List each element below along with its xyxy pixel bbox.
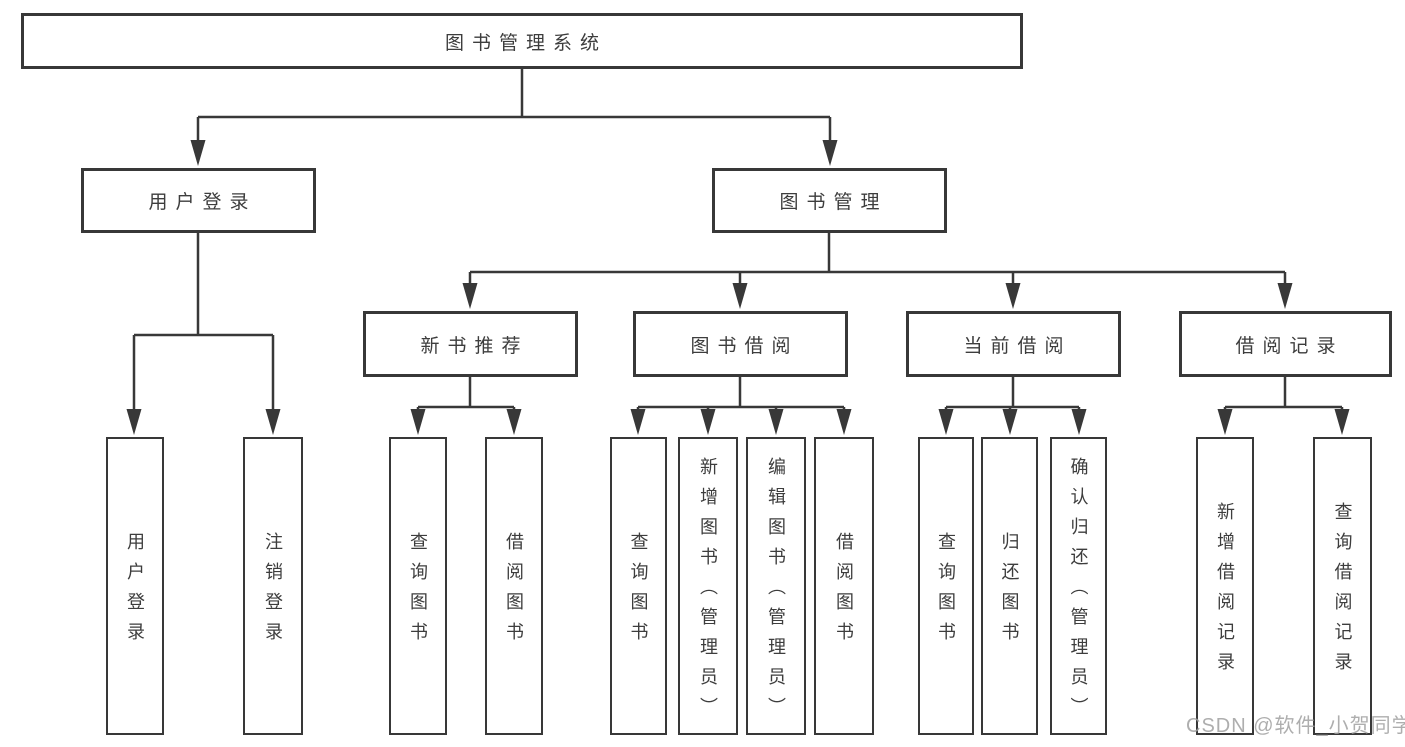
leaf-add-borrow-record: 新增借阅记录 — [1196, 437, 1254, 735]
watermark: CSDN @软件_小贺同学 — [1186, 715, 1405, 737]
leaf-user-login: 用户登录 — [106, 437, 164, 735]
leaf-borrow-books: 借阅图书 — [814, 437, 874, 735]
leaf-add-borrow-record-label: 新增借阅记录 — [1215, 502, 1235, 682]
node-book-management-label: 图书管理 — [779, 192, 888, 213]
node-book-borrow: 图书借阅 — [633, 311, 848, 377]
leaf-logout-label: 注销登录 — [263, 532, 283, 652]
leaf-query-borrow-record: 查询借阅记录 — [1313, 437, 1372, 735]
leaf-borrow-books-label: 借阅图书 — [834, 532, 854, 652]
node-book-management: 图书管理 — [712, 168, 947, 233]
leaf-newbook-borrow-books: 借阅图书 — [485, 437, 543, 735]
leaf-newbook-query-books: 查询图书 — [389, 437, 447, 735]
node-current-borrow-label: 当前借阅 — [963, 335, 1072, 357]
node-new-book-recommend: 新书推荐 — [363, 311, 578, 377]
leaf-add-books-admin-label: 新增图书（管理员） — [698, 457, 718, 727]
arrowhead-icons — [126, 140, 1350, 435]
leaf-query-borrow-record-label: 查询借阅记录 — [1332, 502, 1353, 682]
leaf-user-login-label: 用户登录 — [125, 532, 145, 652]
node-root: 图书管理系统 — [21, 13, 1023, 69]
leaf-return-books: 归还图书 — [981, 437, 1038, 735]
node-borrow-records: 借阅记录 — [1179, 311, 1392, 377]
leaf-add-books-admin: 新增图书（管理员） — [678, 437, 738, 735]
leaf-confirm-return-admin-label: 确认归还（管理员） — [1068, 457, 1089, 727]
leaf-edit-books-admin-label: 编辑图书（管理员） — [766, 457, 786, 727]
leaf-current-query-books: 查询图书 — [918, 437, 974, 735]
leaf-borrow-query-books: 查询图书 — [610, 437, 667, 735]
leaf-return-books-label: 归还图书 — [999, 532, 1020, 652]
node-book-borrow-label: 图书借阅 — [690, 335, 799, 357]
node-new-book-recommend-label: 新书推荐 — [420, 335, 529, 357]
leaf-current-query-books-label: 查询图书 — [936, 532, 956, 652]
leaf-logout: 注销登录 — [243, 437, 303, 735]
node-borrow-records-label: 借阅记录 — [1235, 335, 1344, 357]
leaf-newbook-query-books-label: 查询图书 — [408, 532, 428, 652]
node-user-login: 用户登录 — [81, 168, 316, 233]
leaf-confirm-return-admin: 确认归还（管理员） — [1050, 437, 1107, 735]
leaf-newbook-borrow-books-label: 借阅图书 — [504, 532, 524, 652]
node-root-label: 图书管理系统 — [444, 32, 607, 54]
node-user-login-label: 用户登录 — [148, 192, 257, 213]
leaf-borrow-query-books-label: 查询图书 — [628, 532, 649, 652]
leaf-edit-books-admin: 编辑图书（管理员） — [746, 437, 806, 735]
node-current-borrow: 当前借阅 — [906, 311, 1121, 377]
